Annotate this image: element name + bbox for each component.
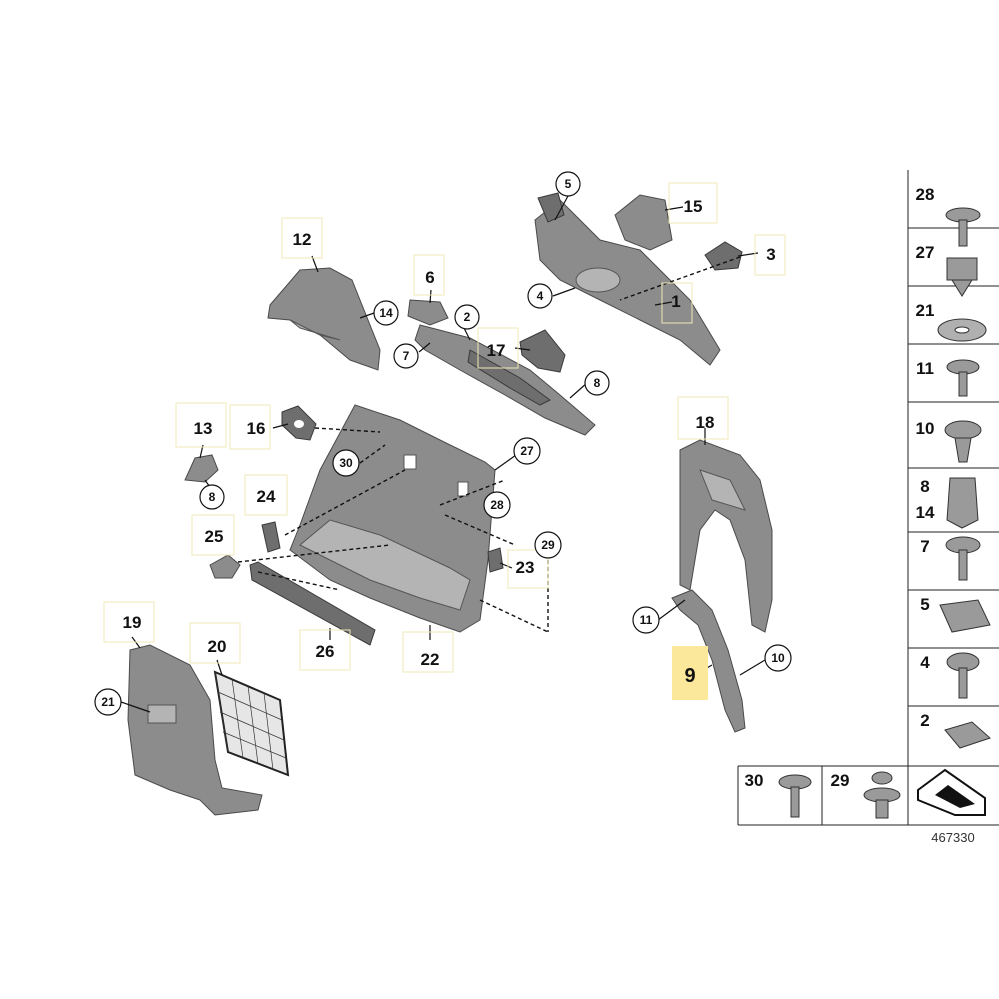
label-8-bottom: 8 — [209, 490, 216, 504]
callout-labels: 12 6 15 3 1 17 13 16 24 25 23 26 22 18 9… — [94, 171, 792, 716]
torx-screw-icon — [778, 774, 812, 818]
part-25-socket — [209, 554, 241, 579]
label-23: 23 — [516, 558, 535, 577]
label-25: 25 — [205, 527, 224, 546]
part-16-seal — [281, 405, 317, 441]
push-rivet-icon — [863, 771, 901, 819]
part-3-bracket — [704, 241, 743, 271]
part-19-lower-trim — [127, 644, 263, 816]
label-30: 30 — [339, 456, 353, 470]
table-label-27: 27 — [916, 243, 935, 262]
label-13: 13 — [194, 419, 213, 438]
table-label-11: 11 — [916, 359, 934, 378]
table-label-2: 2 — [920, 711, 929, 730]
clip-nut-icon — [944, 721, 991, 749]
table-label-8: 8 — [920, 477, 929, 496]
direction-arrow-icon — [917, 768, 986, 816]
expansion-rivet-icon — [944, 420, 982, 463]
label-6: 6 — [425, 268, 434, 287]
table-label-29: 29 — [831, 771, 850, 790]
table-label-5: 5 — [920, 595, 929, 614]
table-label-4: 4 — [920, 653, 930, 672]
label-26: 26 — [316, 642, 335, 661]
washer-icon — [937, 318, 987, 342]
label-24: 24 — [257, 487, 276, 506]
sheet-nut-icon — [939, 599, 991, 633]
label-1: 1 — [671, 292, 680, 311]
screw-icon — [945, 207, 981, 247]
flange-screw-icon — [945, 536, 981, 581]
table-label-30: 30 — [745, 771, 764, 790]
label-7: 7 — [403, 349, 410, 363]
label-21: 21 — [101, 695, 115, 709]
part-20-net — [213, 670, 290, 777]
label-12: 12 — [293, 230, 312, 249]
table-label-28: 28 — [916, 185, 935, 204]
part-18-side-panel — [679, 439, 773, 633]
part-15-cover — [614, 194, 673, 251]
label-5: 5 — [565, 177, 572, 191]
label-9-highlight — [672, 646, 708, 700]
label-2: 2 — [464, 310, 471, 324]
part-12-upper-trim — [267, 267, 381, 371]
table-label-7: 7 — [920, 537, 929, 556]
reference-number: 467330 — [931, 830, 974, 845]
spring-clip-icon — [946, 477, 979, 529]
label-17: 17 — [487, 341, 506, 360]
label-20: 20 — [208, 637, 227, 656]
part-13-bracket — [184, 454, 219, 483]
label-19: 19 — [123, 613, 142, 632]
label-8-top: 8 — [594, 376, 601, 390]
label-28: 28 — [490, 498, 504, 512]
part-23-clip — [487, 547, 504, 573]
label-3: 3 — [766, 245, 775, 264]
label-22: 22 — [421, 650, 440, 669]
label-11: 11 — [640, 613, 653, 627]
label-16: 16 — [247, 419, 266, 438]
label-10: 10 — [771, 651, 785, 665]
rivet-icon — [946, 359, 980, 397]
table-label-14: 14 — [916, 503, 935, 522]
label-27: 27 — [520, 444, 534, 458]
label-15: 15 — [684, 197, 703, 216]
table-label-21: 21 — [916, 301, 935, 320]
part-26-strip — [249, 561, 376, 646]
hex-bolt-icon — [946, 652, 980, 699]
part-24-clip — [261, 521, 281, 553]
label-9: 9 — [684, 665, 695, 687]
part-17-pad — [519, 329, 566, 373]
label-18: 18 — [696, 413, 715, 432]
nut-clip-icon — [946, 257, 978, 297]
table-label-10: 10 — [916, 419, 935, 438]
label-29: 29 — [541, 538, 555, 552]
label-4: 4 — [537, 289, 544, 303]
fastener-table: 28 27 21 11 10 8 14 7 5 4 2 30 29 — [737, 170, 999, 826]
label-14: 14 — [379, 306, 393, 320]
part-9-pillar-trim — [671, 589, 746, 733]
